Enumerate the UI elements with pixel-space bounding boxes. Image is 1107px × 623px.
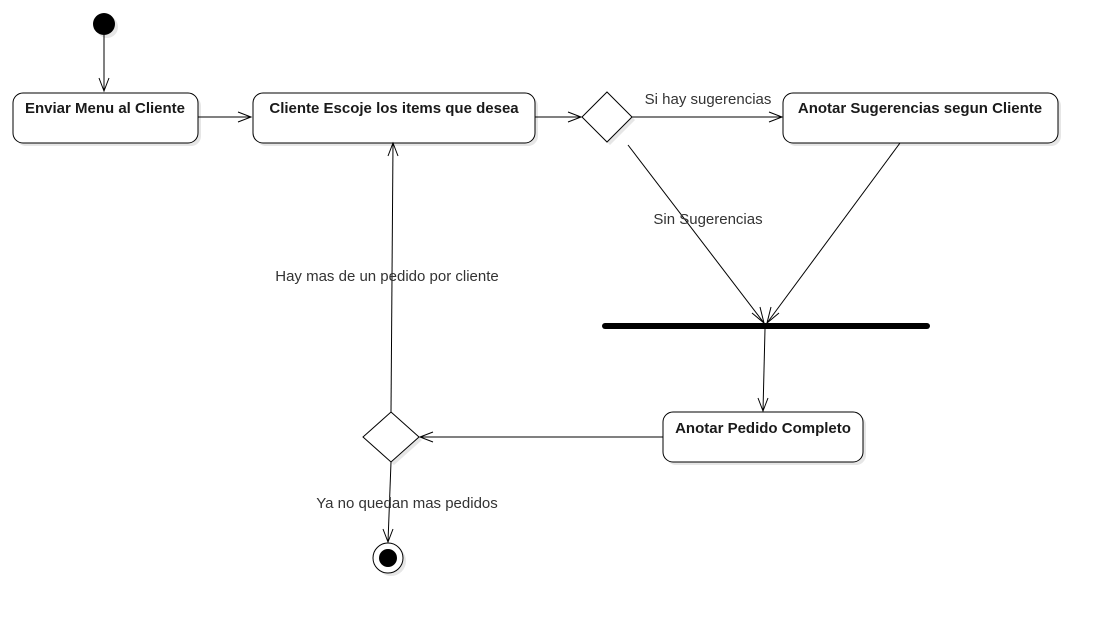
action-anotar-sugerencias[interactable]: Anotar Sugerencias segun Cliente — [782, 92, 1061, 146]
edge-sugerencias-to-join — [766, 142, 901, 325]
edge-join-to-pedido — [757, 328, 769, 413]
edge-sin-sugerencias-label: Sin Sugerencias — [653, 211, 762, 228]
edge-ya-no-quedan: Ya no quedan mas pedidos — [316, 461, 498, 544]
action-enviar-menu[interactable]: Enviar Menu al Cliente — [12, 92, 201, 146]
action-enviar-menu-label: Enviar Menu al Cliente — [25, 100, 185, 117]
action-anotar-pedido-label: Anotar Pedido Completo — [675, 420, 851, 437]
action-cliente-escoje-label: Cliente Escoje los items que desea — [269, 100, 519, 117]
action-anotar-pedido[interactable]: Anotar Pedido Completo — [662, 411, 866, 465]
edge-sin-sugerencias: Sin Sugerencias — [627, 144, 765, 325]
decision-node-pedidos[interactable] — [362, 411, 422, 465]
action-cliente-escoje[interactable]: Cliente Escoje los items que desea — [252, 92, 538, 146]
edge-enviar-to-cliente — [198, 111, 253, 123]
edge-hay-mas-pedidos: Hay mas de un pedido por cliente — [275, 141, 499, 413]
edge-si-hay-sugerencias-label: Si hay sugerencias — [645, 91, 772, 108]
edge-hay-mas-pedidos-label: Hay mas de un pedido por cliente — [275, 268, 498, 285]
edge-ya-no-quedan-label: Ya no quedan mas pedidos — [316, 495, 498, 512]
action-anotar-sugerencias-label: Anotar Sugerencias segun Cliente — [798, 100, 1042, 117]
initial-node[interactable] — [93, 13, 118, 38]
edge-cliente-to-decision — [535, 111, 583, 123]
edge-si-hay-sugerencias: Si hay sugerencias — [632, 91, 784, 123]
final-node[interactable] — [372, 542, 406, 576]
edge-pedido-to-decision — [418, 431, 663, 443]
decision-node-sugerencias[interactable] — [581, 91, 635, 145]
edge-start-to-enviar-menu — [98, 35, 110, 93]
